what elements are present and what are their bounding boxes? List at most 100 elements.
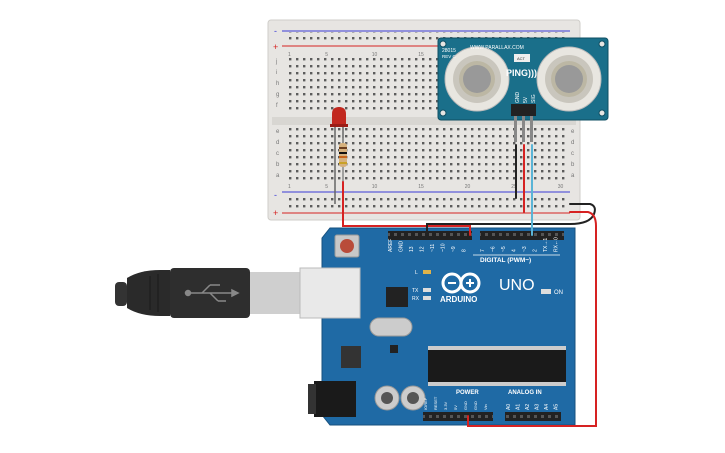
column-number-bottom-30: 30	[558, 184, 564, 190]
transducer-right	[536, 46, 602, 112]
digital-pin-label: 4	[512, 249, 518, 252]
atmega-chip	[428, 350, 566, 382]
on-label: ON	[554, 290, 563, 296]
power-label: POWER	[456, 390, 479, 396]
header-digital-right	[480, 231, 564, 240]
digital-pin-label: ~3	[522, 246, 528, 252]
arduino-uno: AREF GND 13 12 ~11 ~10 ~9 8 7 ~6 ~5 4 ~3 2 TX→1 RX←0 DI…	[308, 227, 576, 426]
pin-label-gnd: GND	[515, 92, 521, 104]
digital-pin-label: ~9	[451, 246, 457, 252]
row-letter-f: f	[276, 103, 278, 109]
rail-minus-label-bottom: -	[274, 190, 277, 200]
row-letter-e: e	[276, 129, 280, 135]
power-pin-label: Vin	[483, 404, 488, 410]
power-pin-label: IOREF	[423, 397, 428, 410]
sensor-pin-labels: GND 5V SIG	[515, 92, 537, 104]
row-letter-right-a: a	[571, 173, 575, 179]
digital-pin-label: ~10	[441, 243, 447, 252]
digital-pin-label: ~6	[491, 246, 497, 252]
row-letter-i: i	[276, 70, 277, 76]
row-letter-right-d: d	[571, 140, 574, 146]
led-l-label: L	[415, 270, 418, 276]
analog-label: ANALOG IN	[508, 390, 542, 396]
resistor	[339, 138, 347, 182]
column-number-bottom-15: 15	[418, 184, 424, 190]
wire-pin9	[342, 181, 471, 236]
pin-label-sig: SIG	[531, 94, 537, 103]
power-pin-label: 5V	[453, 405, 458, 410]
column-number-1: 1	[288, 52, 291, 58]
arduino-logo-icon	[441, 272, 481, 294]
digital-pin-label: 13	[409, 246, 415, 252]
rail-minus-label: -	[274, 26, 277, 36]
digital-pin-label: AREF	[388, 239, 394, 252]
digital-pin-label: TX→1	[543, 238, 549, 252]
sensor-model: 28015	[442, 48, 456, 54]
header-analog	[505, 412, 561, 421]
row-letter-b: b	[276, 162, 280, 168]
column-number-bottom-5: 5	[325, 184, 328, 190]
analog-pin-label: A1	[516, 404, 522, 410]
power-pin-label: 3.3V	[443, 401, 448, 410]
row-letter-right-e: e	[571, 129, 575, 135]
column-number-bottom-10: 10	[372, 184, 378, 190]
row-letter-c: c	[276, 151, 279, 157]
sensor-name: PING)))	[506, 68, 537, 78]
usb-icon	[184, 284, 240, 302]
digital-pin-label: ~5	[501, 246, 507, 252]
sensor-act: ACT	[517, 56, 526, 61]
digital-pin-label: ~11	[430, 244, 436, 252]
row-letters: jjiihhggffeeddccbbaa	[275, 59, 575, 179]
digital-pin-label: 2	[533, 249, 539, 252]
transducer-left	[444, 46, 510, 112]
wires	[342, 144, 597, 427]
arduino-logo-text: ARDUINO	[440, 295, 477, 304]
column-number-5: 5	[325, 52, 328, 58]
usb-cable	[115, 267, 361, 319]
row-letter-a: a	[276, 173, 280, 179]
row-letter-g: g	[276, 92, 279, 98]
wire-5v-red	[467, 211, 597, 427]
header-power	[423, 412, 493, 421]
digital-pin-label: 12	[420, 246, 426, 252]
digital-pin-label: GND	[399, 241, 405, 253]
sensor-url: WWW.PARALLAX.COM	[470, 45, 524, 51]
ping-sensor: WWW.PARALLAX.COM 28015 REV C ACT PING)))…	[437, 37, 609, 142]
digital-pin-label: RX←0	[554, 237, 560, 252]
power-pin-label: GND	[473, 401, 478, 410]
row-letter-right-c: c	[571, 151, 574, 157]
digital-pin-label: 8	[462, 249, 468, 252]
analog-pin-label: A2	[525, 404, 531, 410]
rx-label: RX	[412, 296, 420, 302]
usb-chip	[386, 287, 408, 307]
column-number-10: 10	[372, 52, 378, 58]
analog-pin-label: A0	[506, 404, 512, 410]
reset-button[interactable]	[340, 239, 354, 253]
row-letter-d: d	[276, 140, 279, 146]
uno-text: UNO	[499, 277, 535, 294]
tx-label: TX	[412, 288, 419, 294]
rail-plus-label: +	[273, 42, 278, 52]
voltage-regulator	[341, 346, 361, 368]
power-pin-label: RESET	[433, 396, 438, 410]
wire-gnd-black	[426, 203, 596, 236]
column-number-bottom-20: 20	[465, 184, 471, 190]
digital-pin-label: 7	[480, 249, 486, 252]
rail-plus-label-bottom: +	[273, 208, 278, 218]
crystal	[369, 317, 413, 337]
analog-pin-label: A4	[544, 404, 550, 410]
power-pin-labels: IOREF RESET 3.3V 5V GND GND Vin	[423, 396, 488, 410]
power-pin-label: GND	[463, 401, 468, 410]
row-letter-right-b: b	[571, 162, 575, 168]
dc-jack	[314, 381, 356, 417]
row-letter-j: j	[275, 59, 277, 65]
column-number-15: 15	[418, 52, 424, 58]
digital-label: DIGITAL (PWM~)	[480, 257, 531, 264]
column-number-bottom-1: 1	[288, 184, 291, 190]
analog-pin-label: A3	[535, 404, 541, 410]
column-number-bottom-25: 25	[511, 184, 517, 190]
row-letter-h: h	[276, 81, 279, 87]
header-digital-left	[388, 231, 472, 240]
